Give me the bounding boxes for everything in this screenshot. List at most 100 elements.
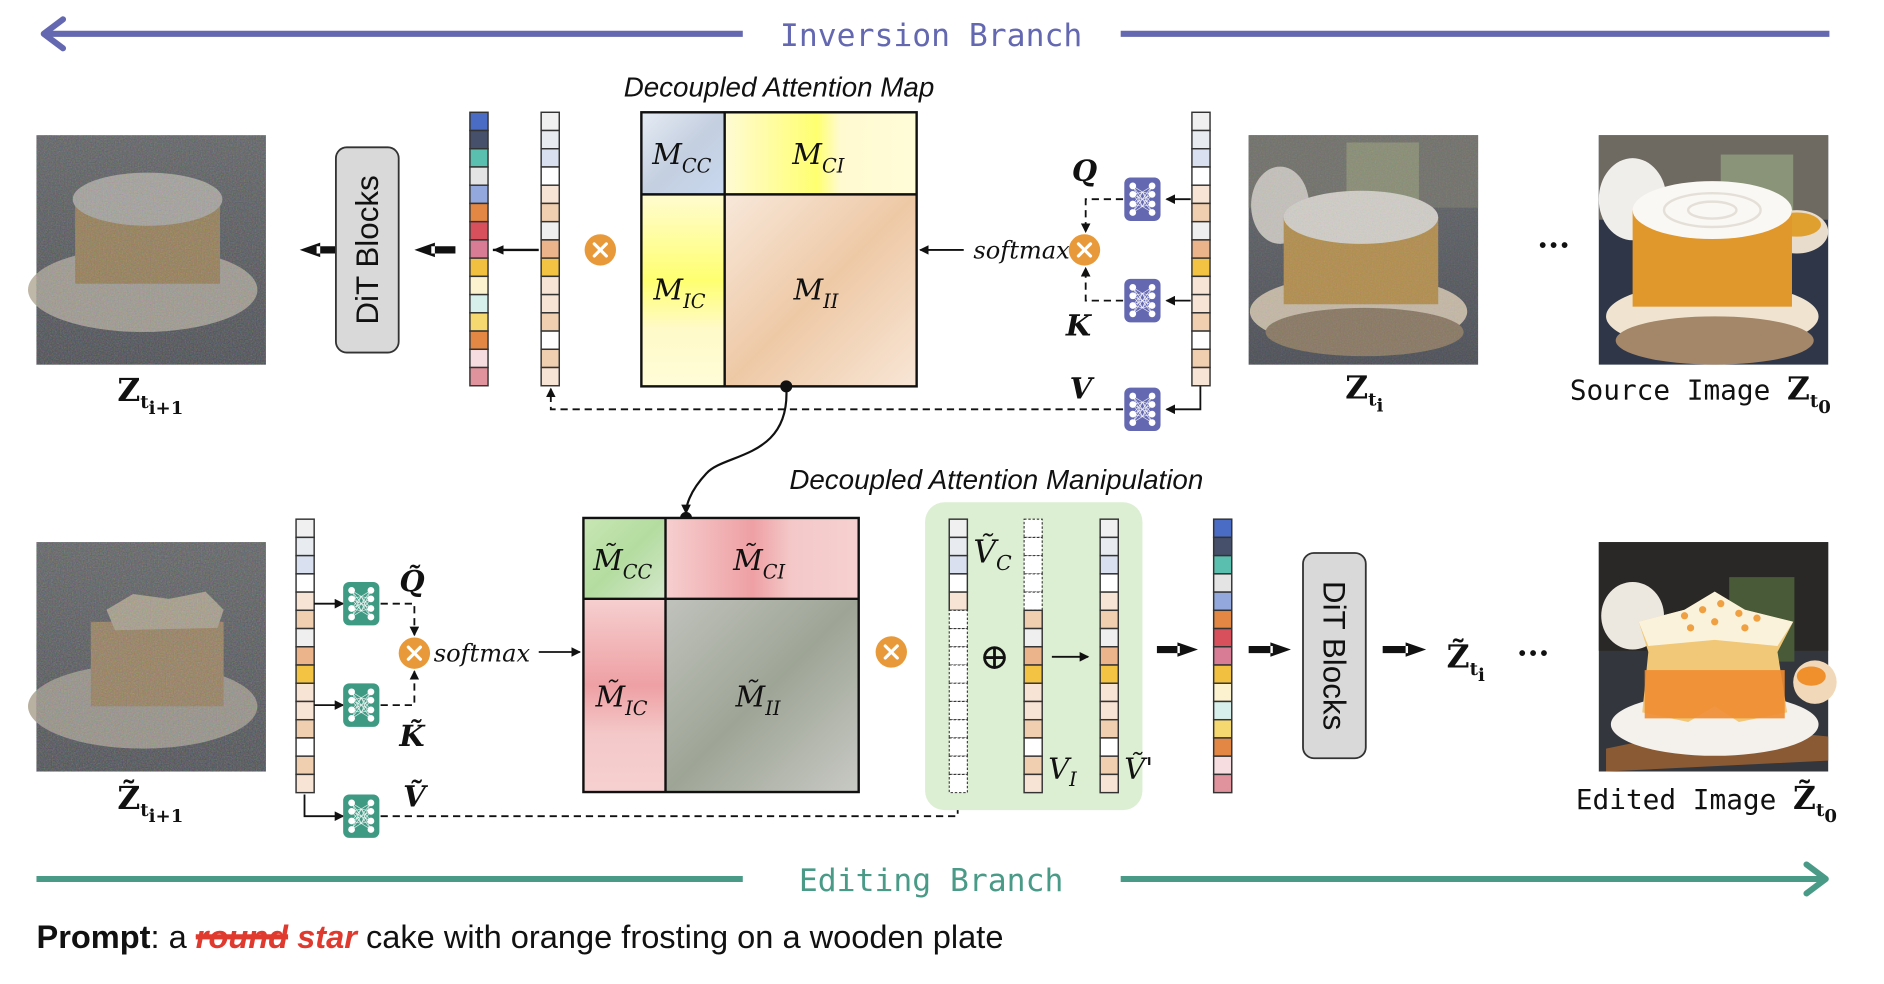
arrow-to-dit-top bbox=[414, 242, 456, 258]
matrix-tilde-cell-ic bbox=[583, 598, 666, 793]
m-ic-label: MIC bbox=[652, 272, 705, 312]
vi-tokens bbox=[1023, 518, 1043, 794]
v-projection-icon bbox=[1124, 387, 1161, 432]
q-label: Q bbox=[1072, 154, 1097, 188]
token-cell bbox=[540, 330, 560, 351]
token-cell bbox=[948, 628, 968, 648]
token-cell bbox=[1099, 700, 1119, 721]
token-cell bbox=[948, 554, 969, 575]
token-cell bbox=[948, 737, 968, 757]
token-cell bbox=[1212, 609, 1233, 630]
dit-blocks-inversion: DiT Blocks bbox=[334, 146, 400, 354]
token-cell bbox=[1212, 664, 1233, 684]
edited-image bbox=[1598, 542, 1837, 772]
token-cell bbox=[1212, 627, 1233, 648]
token-cell bbox=[1212, 573, 1233, 593]
k-to-multiply-line bbox=[1080, 266, 1124, 302]
token-cell bbox=[469, 148, 489, 168]
token-cell bbox=[1023, 518, 1043, 538]
token-cell bbox=[1099, 773, 1119, 794]
prompt-text: Prompt: a round star cake with orange fr… bbox=[36, 918, 1003, 955]
token-cell bbox=[540, 202, 560, 223]
v-prime-tokens bbox=[1099, 518, 1119, 794]
token-cell bbox=[295, 755, 315, 776]
v-tilde-projection-icon bbox=[343, 794, 380, 838]
token-cell bbox=[295, 627, 315, 648]
token-cell bbox=[295, 646, 315, 666]
token-cell bbox=[1023, 646, 1043, 666]
token-cell bbox=[1023, 664, 1043, 684]
token-cell bbox=[1023, 682, 1043, 703]
token-cell bbox=[1099, 609, 1119, 630]
token-cell bbox=[295, 554, 315, 575]
token-cell bbox=[1099, 627, 1119, 648]
token-cell bbox=[295, 718, 315, 739]
token-cell bbox=[469, 202, 489, 223]
prompt-label: Prompt bbox=[36, 918, 150, 955]
token-cell bbox=[469, 293, 489, 314]
token-cell bbox=[1191, 111, 1211, 132]
token-cell bbox=[948, 536, 969, 557]
editing-current-latent-label: Z̃ti bbox=[1447, 639, 1485, 686]
vi-label: VI bbox=[1048, 752, 1077, 791]
token-cell bbox=[469, 184, 489, 205]
m-tilde-ii-label: M̃II bbox=[735, 679, 781, 720]
token-cell bbox=[295, 573, 315, 593]
k-label: K bbox=[1065, 309, 1093, 343]
m-tilde-ic-label: M̃IC bbox=[594, 679, 647, 720]
token-cell bbox=[295, 737, 315, 757]
inversion-next-latent-label: Zti+1 bbox=[117, 373, 183, 419]
editing-next-latent-image bbox=[28, 542, 266, 772]
token-cell bbox=[1023, 609, 1043, 630]
token-cell bbox=[540, 166, 560, 186]
edited-image-caption: Edited Image Z̃t0 bbox=[1576, 780, 1837, 827]
token-cell bbox=[1023, 773, 1043, 794]
token-cell bbox=[1212, 700, 1233, 721]
token-cell bbox=[1023, 627, 1043, 648]
token-cell bbox=[1023, 591, 1043, 611]
token-cell bbox=[1099, 573, 1119, 593]
svg-text:DiT Blocks: DiT Blocks bbox=[350, 175, 385, 324]
arrow-to-dit-bottom bbox=[1248, 642, 1291, 657]
v-tilde-to-vc-line bbox=[380, 793, 963, 818]
matrix-cell-ic bbox=[641, 194, 725, 387]
q-tilde-projection-icon bbox=[343, 581, 380, 626]
m-cc-label: MCC bbox=[651, 137, 711, 177]
token-cell bbox=[540, 148, 560, 168]
token-cell bbox=[295, 609, 315, 630]
vc-tokens bbox=[948, 518, 969, 794]
token-cell bbox=[948, 646, 968, 666]
m-ci-label: MCI bbox=[791, 137, 844, 177]
token-cell bbox=[1191, 184, 1211, 205]
editing-branch-label: Editing Branch bbox=[799, 863, 1063, 899]
multiply-operator-qk-top bbox=[1068, 234, 1101, 266]
token-cell bbox=[540, 293, 560, 314]
token-cell bbox=[948, 609, 968, 630]
token-cell bbox=[1099, 718, 1119, 739]
inversion-value-tokens bbox=[540, 111, 560, 387]
q-projection-icon bbox=[1124, 177, 1161, 221]
q-to-multiply-line bbox=[1080, 198, 1124, 234]
matrix-tilde-cell-cc bbox=[583, 517, 666, 599]
token-cell bbox=[1191, 239, 1211, 259]
inversion-next-latent-image bbox=[28, 135, 266, 365]
token-cell bbox=[540, 257, 560, 278]
token-cell bbox=[1099, 518, 1119, 539]
token-cell bbox=[295, 664, 315, 684]
token-cell bbox=[469, 366, 489, 387]
token-cell bbox=[1023, 755, 1043, 776]
manipulated-attention-matrix: M̃CC M̃CI M̃IC M̃II bbox=[582, 516, 860, 794]
token-cell bbox=[1212, 554, 1233, 575]
matrix-tilde-cell-ii bbox=[665, 598, 859, 793]
editing-branch-arrow: Editing Branch bbox=[36, 861, 1829, 899]
multiply-operator-bottom bbox=[875, 636, 907, 668]
source-image-caption: Source Image Zt0 bbox=[1570, 372, 1831, 418]
editing-input-tokens bbox=[295, 518, 315, 794]
v-prime-label: Ṽ' bbox=[1124, 751, 1153, 786]
k-tilde-to-multiply-line bbox=[380, 670, 420, 707]
token-cell bbox=[469, 220, 489, 241]
token-cell bbox=[295, 591, 315, 612]
token-cell bbox=[1191, 129, 1211, 150]
token-cell bbox=[540, 312, 560, 332]
